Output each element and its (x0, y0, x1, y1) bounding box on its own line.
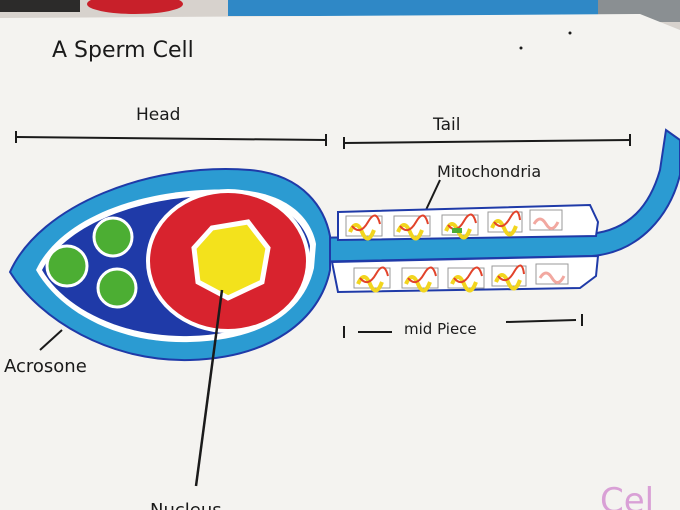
mitochondrion (353, 266, 391, 293)
corner-text: Cel (600, 481, 654, 510)
acrosome-label: Acrosone (4, 356, 87, 377)
mitochondrion (401, 266, 439, 293)
paper-dot (568, 31, 572, 35)
nucleus-pointer (194, 289, 224, 487)
head-bracket (15, 131, 327, 146)
blue-strip (228, 0, 598, 16)
mid-piece-label: mid Piece (404, 320, 477, 338)
mitochondrion (535, 263, 569, 285)
mitochondrion (487, 210, 523, 237)
mitochondrion (441, 213, 479, 240)
nucleus-label: Nucleus (150, 500, 222, 510)
acrosome-granule (92, 216, 134, 258)
paper-dot (519, 46, 523, 50)
red-object (87, 0, 183, 14)
tail-label: Tail (432, 115, 460, 135)
mitochondrion (491, 264, 527, 291)
mitochondrion (529, 209, 563, 231)
acrosome-pointer (39, 329, 63, 351)
acrosome-granule (45, 244, 89, 288)
mitochondrion (447, 266, 485, 293)
poster-title: A Sperm Cell (52, 38, 194, 63)
mitochondria-label: Mitochondria (437, 162, 541, 181)
mitochondria-row-lower (353, 263, 569, 293)
mid-piece-bracket (343, 314, 583, 338)
dark-strip (0, 0, 80, 12)
tail-bracket (343, 134, 631, 149)
acrosome-granule (96, 267, 138, 309)
mitochondrion (393, 214, 431, 241)
head-label: Head (136, 105, 180, 125)
mitochondrion (345, 214, 383, 241)
mitochondria-pointer (424, 179, 441, 213)
nucleus-inner (191, 219, 271, 301)
mitochondria-row-upper (345, 209, 563, 241)
